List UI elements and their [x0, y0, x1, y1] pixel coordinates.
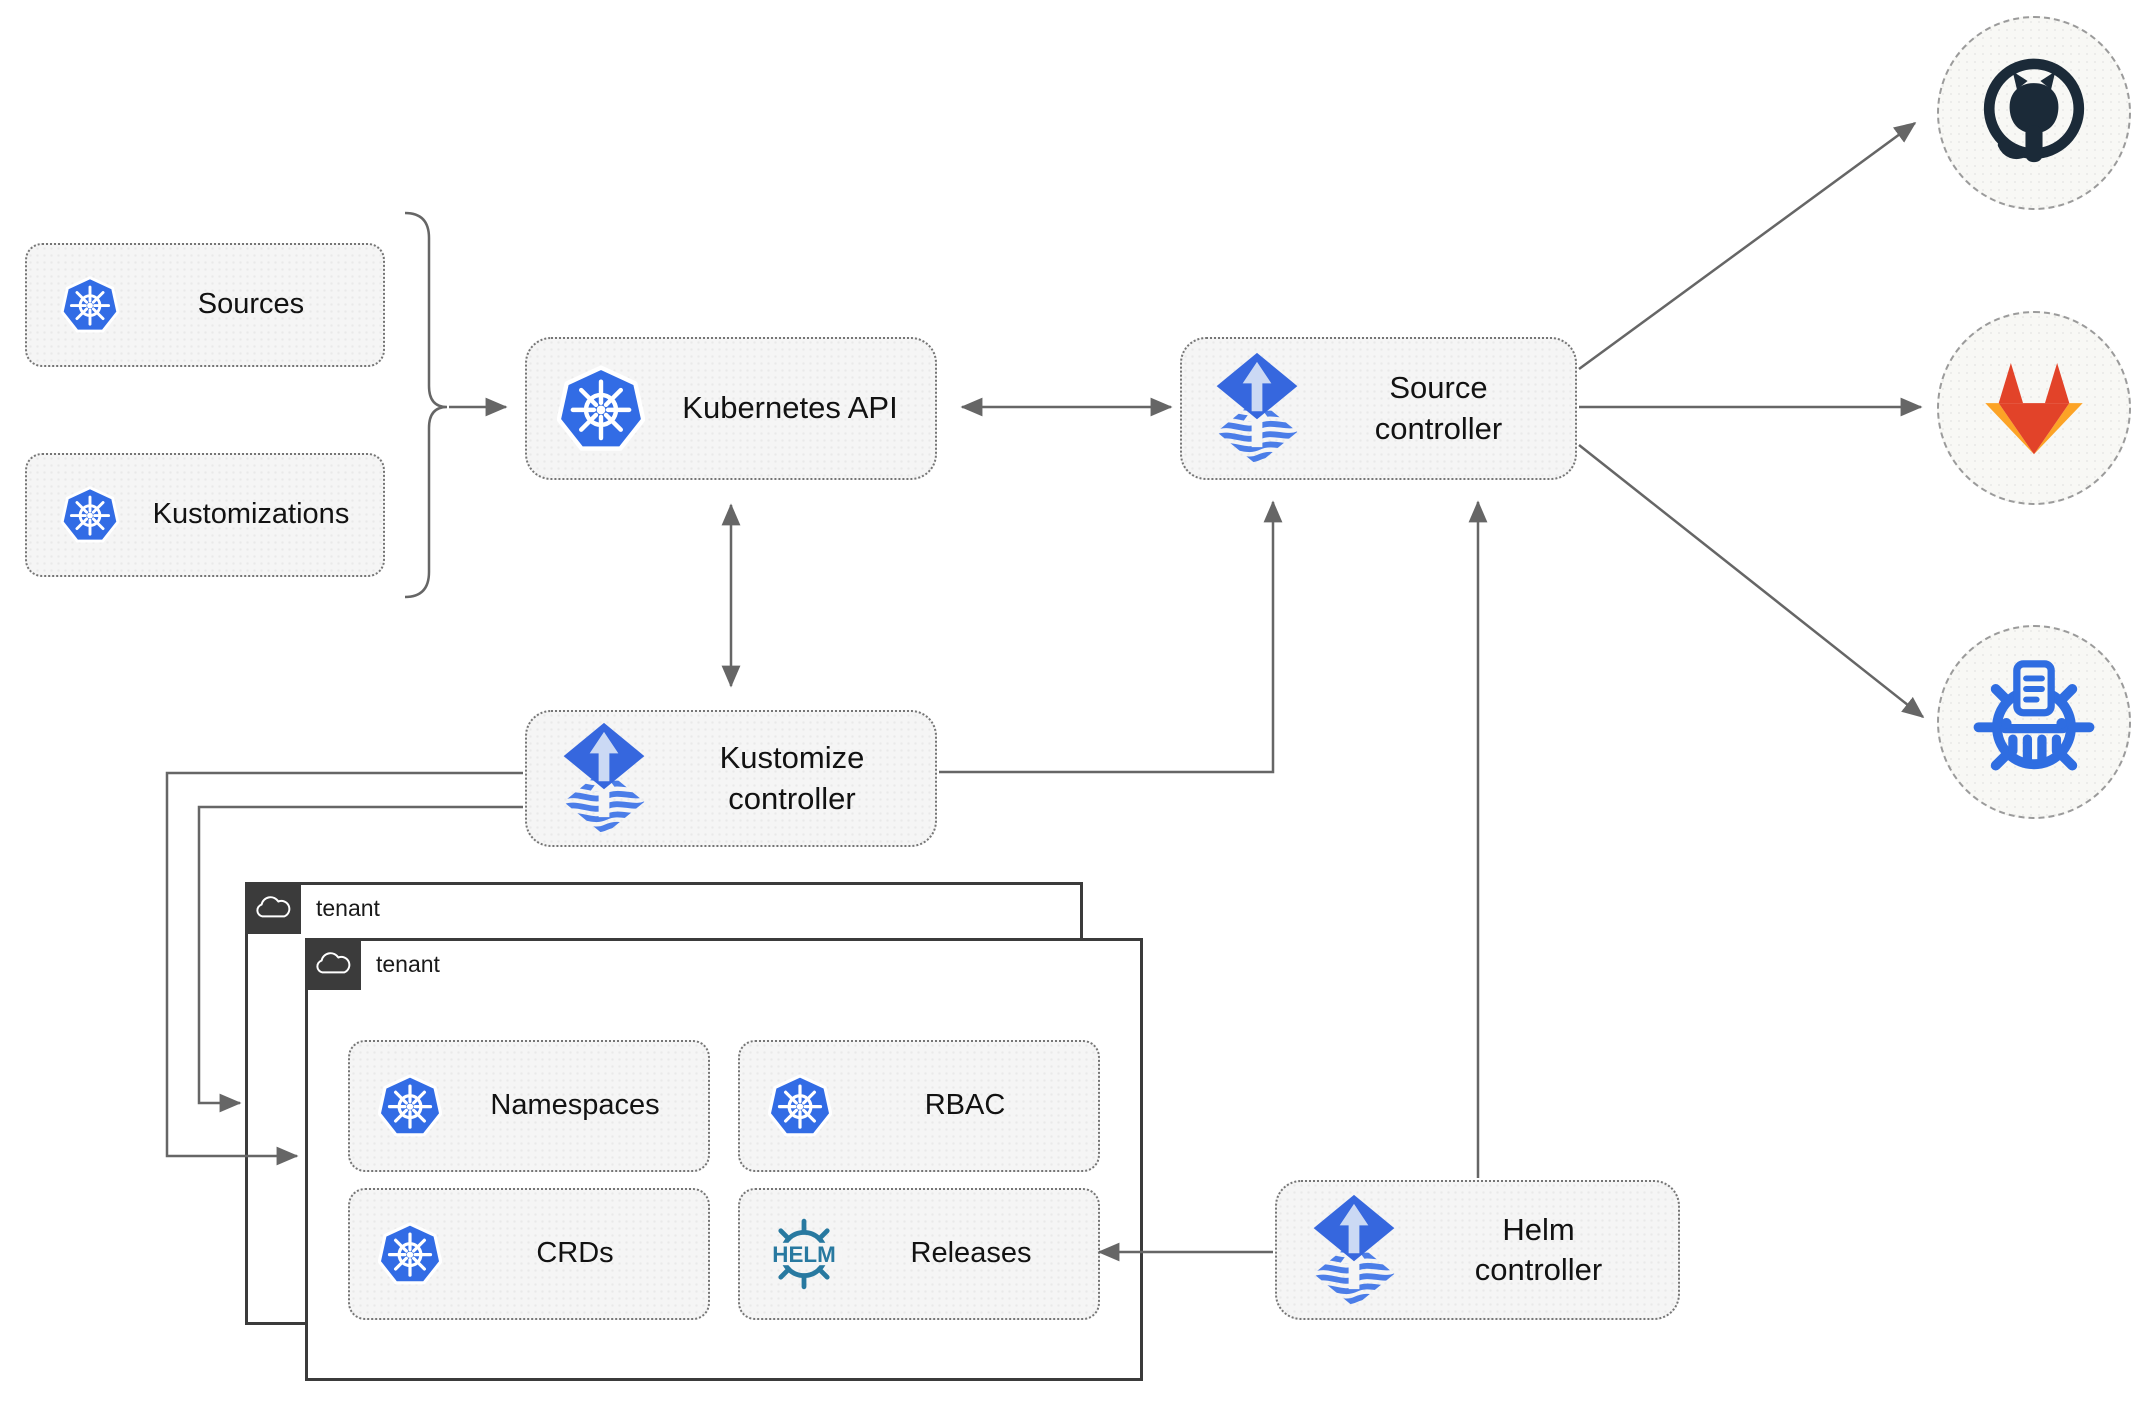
node-label: Source controller [1374, 370, 1503, 446]
helm-icon: HELM [765, 1214, 843, 1294]
kubernetes-icon [378, 1222, 442, 1286]
cloud-icon [254, 895, 292, 921]
tenant-tab [305, 938, 361, 990]
endpoint-chart-repository [1937, 625, 2131, 819]
node-label: Kustomize controller [719, 740, 865, 816]
node-kustomize-controller: Kustomize controller [525, 710, 937, 847]
kubernetes-icon [378, 1074, 442, 1138]
edge-source-controller-to-chart-repository [1578, 444, 1925, 718]
node-source-controller: Source controller [1180, 337, 1577, 480]
endpoint-gitlab [1937, 311, 2131, 505]
kubernetes-icon [768, 1074, 832, 1138]
chartmuseum-icon [1968, 656, 2100, 788]
flux-icon [1212, 352, 1302, 465]
node-label: Helm controller [1474, 1211, 1603, 1287]
node-kubernetes-api: Kubernetes API [525, 337, 937, 480]
node-label: Namespaces [490, 1089, 660, 1122]
helm-text-band [765, 1242, 843, 1266]
node-label: Releases [910, 1237, 1032, 1270]
tenant-label: tenant [376, 951, 440, 977]
gitlab-icon [1973, 352, 2095, 464]
node-label: Kustomizations [152, 498, 350, 531]
node-rbac: RBAC [738, 1040, 1100, 1172]
node-namespaces: Namespaces [348, 1040, 710, 1172]
kubernetes-icon [61, 486, 119, 544]
node-label: Kubernetes API [682, 390, 898, 426]
sources-group-bracket [404, 211, 448, 599]
node-kustomizations: Kustomizations [25, 453, 385, 577]
node-label: RBAC [924, 1089, 1006, 1122]
flux-icon [559, 722, 649, 835]
node-label: CRDs [536, 1237, 614, 1270]
edge-source-controller-to-github [1578, 121, 1917, 371]
node-helm-controller: Helm controller [1275, 1180, 1680, 1320]
tenant-tab [245, 882, 301, 934]
edge-kustomize-controller-to-source-controller [939, 500, 1283, 774]
node-crds: CRDs [348, 1188, 710, 1320]
helm-logo-text: HELM [772, 1242, 835, 1267]
kubernetes-icon [557, 365, 645, 453]
cloud-icon [314, 951, 352, 977]
endpoint-github [1937, 16, 2131, 210]
flux-icon [1309, 1194, 1399, 1307]
kubernetes-icon [61, 276, 119, 334]
node-label: Sources [197, 288, 305, 321]
node-sources: Sources [25, 243, 385, 367]
tenant-label: tenant [316, 895, 380, 921]
github-icon [1970, 49, 2098, 177]
node-releases: HELM Releases [738, 1188, 1100, 1320]
